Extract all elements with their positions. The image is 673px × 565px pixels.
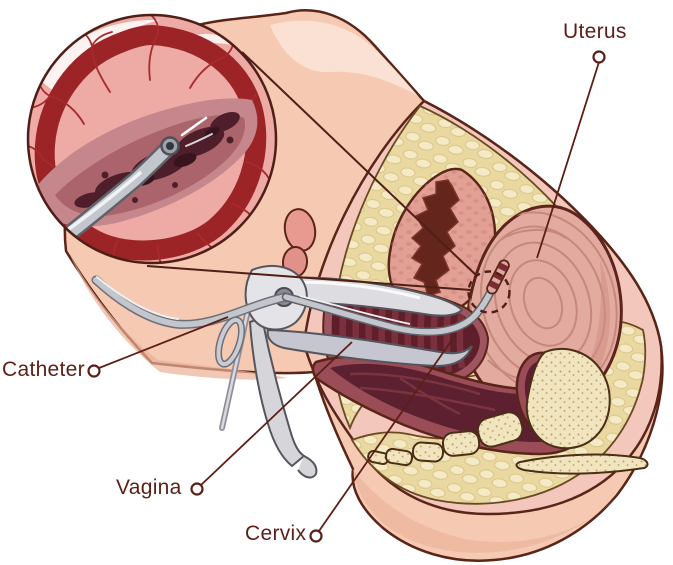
rectum-folds [349, 372, 496, 416]
catheter-leader-line [98, 316, 229, 369]
connector-line-top [241, 51, 478, 277]
skin-highlight [270, 20, 418, 97]
speculum-handle-hook [297, 455, 318, 479]
catheter-tube [93, 277, 289, 328]
cervix-leader-line [318, 333, 457, 532]
magnifier-connectors [146, 51, 478, 291]
catheter-tube-highlight [96, 276, 179, 320]
speculum-lower-blade [266, 328, 473, 368]
label-cervix: Cervix [245, 522, 307, 545]
cervix-marker [309, 529, 323, 543]
catheter [91, 259, 510, 368]
label-vagina: Vagina [116, 476, 182, 499]
vagina-leader-line [200, 341, 353, 486]
suction-streak [180, 116, 208, 137]
uterus-marker [592, 50, 606, 64]
inset-border [26, 13, 278, 265]
catheter-loop [216, 317, 244, 367]
uterus-leader-line [536, 61, 600, 259]
speculum-handle [248, 316, 306, 468]
catheter-internal [283, 288, 494, 335]
catheter-internal-highlight [299, 295, 411, 325]
connector-line-bottom [146, 265, 472, 291]
label-catheter: Catheter [2, 358, 85, 381]
bladder-lumen [410, 179, 460, 297]
vagina-marker [190, 482, 204, 496]
skin-bottom-shade [353, 469, 620, 553]
catheter-marker [87, 364, 101, 378]
magnifier-inset [26, 13, 278, 265]
label-uterus: Uterus [563, 20, 627, 43]
suction-streak-2 [185, 133, 213, 147]
annotations [87, 50, 606, 543]
catheter-tip [486, 259, 510, 295]
sacrum-bones [367, 347, 649, 475]
pelvic-cross-section [281, 99, 663, 516]
magnified-region-circle [467, 270, 511, 314]
